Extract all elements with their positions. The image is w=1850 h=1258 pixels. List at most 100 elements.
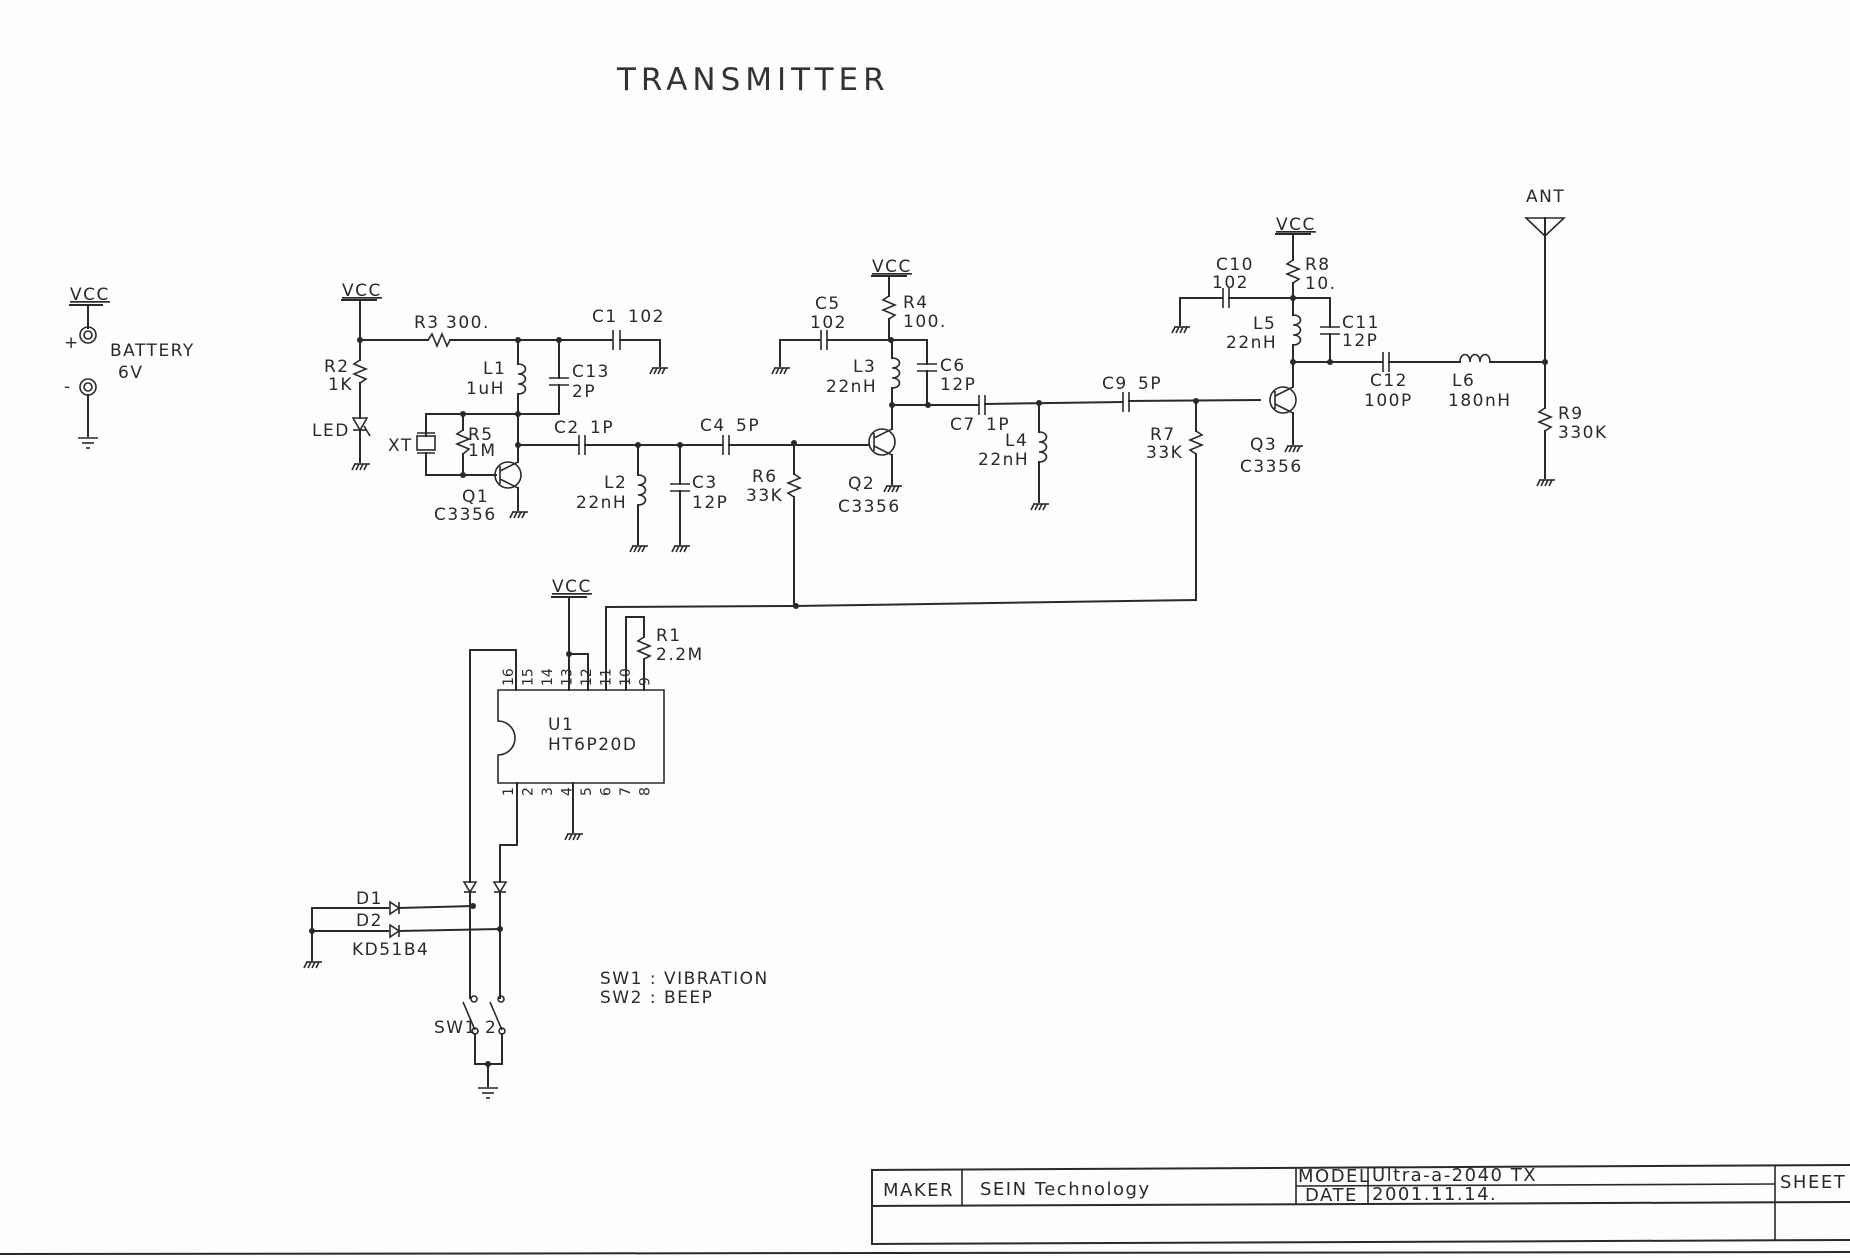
- r4-value: 100.: [903, 312, 947, 332]
- buffer-stage: C4 5P R6 33K Q2 C3356 VCC R4 100. C5 102: [700, 257, 1124, 606]
- u1-pin-8: 8: [638, 787, 654, 796]
- resistor-r2: [351, 359, 369, 384]
- inductor-l1: [517, 363, 527, 395]
- sw2-ref: 2: [485, 1018, 497, 1038]
- q2-ref: Q2: [848, 474, 875, 494]
- r3-ref: R3: [414, 313, 440, 333]
- diode-icon: [462, 881, 478, 894]
- l4-ref: L4: [1005, 431, 1028, 451]
- u1-pin-14: 14: [540, 668, 556, 686]
- diode-d2-icon: [389, 923, 401, 939]
- battery-voltage: 6V: [118, 363, 143, 383]
- u1-pin-6: 6: [599, 787, 615, 796]
- l6-value: 180nH: [1448, 391, 1512, 411]
- r8-ref: R8: [1305, 255, 1331, 275]
- transistor-q3: [1269, 386, 1297, 414]
- c2-ref: C2: [554, 418, 580, 438]
- c12-value: 100P: [1364, 391, 1413, 411]
- vcc-label: VCC: [342, 281, 382, 301]
- page-title: TRANSMITTER: [616, 62, 890, 98]
- u1-pin-4: 4: [560, 787, 576, 796]
- date-label: DATE: [1305, 1185, 1358, 1206]
- u1-pin-7: 7: [618, 787, 634, 796]
- u1-pin-15: 15: [521, 668, 537, 686]
- title-block: MAKER SEIN Technology MODEL Ultra-a-2040…: [0, 1163, 1850, 1256]
- resistor-r3: [427, 331, 451, 349]
- c11-ref: C11: [1342, 313, 1380, 333]
- r7-ref: R7: [1150, 425, 1176, 445]
- c6-value: 12P: [940, 375, 976, 395]
- diode-icon: [492, 881, 508, 894]
- u1-pin-10: 10: [618, 668, 634, 686]
- date-value: 2001.11.14.: [1372, 1184, 1497, 1205]
- l3-value: 22nH: [826, 377, 877, 397]
- c12-ref: C12: [1370, 371, 1408, 391]
- r9-value: 330K: [1558, 423, 1608, 443]
- c3-ref: C3: [692, 473, 718, 493]
- power-amp-stage: C9 5P R7 33K Q3 C3356 VCC R8 10. C10 102: [1102, 187, 1608, 601]
- r6-ref: R6: [752, 467, 778, 487]
- c6-ref: C6: [940, 356, 966, 376]
- c4-value: 5P: [736, 416, 760, 436]
- u1-ref: U1: [548, 715, 574, 735]
- r2-value: 1K: [328, 375, 353, 395]
- l5-value: 22nH: [1226, 333, 1277, 353]
- u1-pin-16: 16: [501, 668, 517, 686]
- sw1-ref: SW1: [434, 1018, 477, 1038]
- maker-label: MAKER: [883, 1180, 954, 1201]
- inductor-l5: [1292, 314, 1302, 346]
- diode-d1-icon: [389, 900, 401, 916]
- r4-ref: R4: [903, 293, 929, 313]
- u1-pin-13: 13: [560, 668, 576, 686]
- c9-value: 5P: [1138, 374, 1162, 394]
- d1-ref: D1: [356, 889, 383, 909]
- vcc-label: VCC: [1276, 215, 1316, 235]
- d2-ref: D2: [356, 911, 383, 931]
- r1-ref: R1: [656, 626, 682, 646]
- switch-sw1[interactable]: [462, 1001, 476, 1031]
- minus-sign: -: [64, 377, 72, 397]
- resistor-r9: [1536, 407, 1554, 432]
- led-ref: LED: [312, 421, 350, 441]
- vcc-label: VCC: [70, 285, 110, 305]
- u1-value: HT6P20D: [548, 735, 637, 755]
- vcc-label: VCC: [872, 257, 912, 277]
- c5-value: 102: [810, 313, 847, 333]
- resistor-r5: [454, 429, 472, 455]
- maker-value: SEIN Technology: [980, 1179, 1151, 1200]
- model-value: Ultra-a-2040 TX: [1372, 1165, 1537, 1186]
- r5-ref: R5: [468, 425, 494, 445]
- resistor-r7: [1187, 430, 1205, 455]
- switch-section: D1 D2 KD51B4 SW1 2: [303, 881, 508, 1099]
- r7-value: 33K: [1146, 443, 1183, 463]
- c13-ref: C13: [572, 362, 610, 382]
- inductor-l3: [891, 357, 901, 389]
- c10-value: 102: [1212, 273, 1249, 293]
- r8-value: 10.: [1305, 274, 1337, 294]
- r5-value: 1M: [468, 441, 496, 461]
- u1-pin-5: 5: [579, 787, 595, 796]
- led-icon: [351, 417, 369, 432]
- q3-ref: Q3: [1250, 435, 1277, 455]
- r6-value: 33K: [746, 486, 783, 506]
- transistor-q1: [494, 461, 522, 489]
- inductor-l6: [1459, 353, 1491, 363]
- c1-ref: C1: [592, 307, 618, 327]
- modulation-bus: [604, 598, 1198, 691]
- oscillator-stage: VCC R3 300. C1 102 R2 1K LED L1 1u: [312, 281, 727, 553]
- r9-ref: R9: [1558, 404, 1584, 424]
- l2-value: 22nH: [576, 493, 627, 513]
- u1-pin-11: 11: [599, 668, 615, 686]
- l3-ref: L3: [853, 357, 876, 377]
- inductor-l2: [637, 474, 647, 506]
- transistor-q2: [868, 428, 896, 456]
- resistor-r6: [785, 473, 803, 498]
- u1-pin-1: 1: [501, 787, 517, 796]
- u1-pin-12: 12: [579, 668, 595, 686]
- u1-pin-9: 9: [638, 677, 654, 686]
- switch-sw2[interactable]: [489, 1001, 503, 1031]
- ant-label: ANT: [1526, 187, 1565, 207]
- c1-value: 102: [628, 307, 665, 327]
